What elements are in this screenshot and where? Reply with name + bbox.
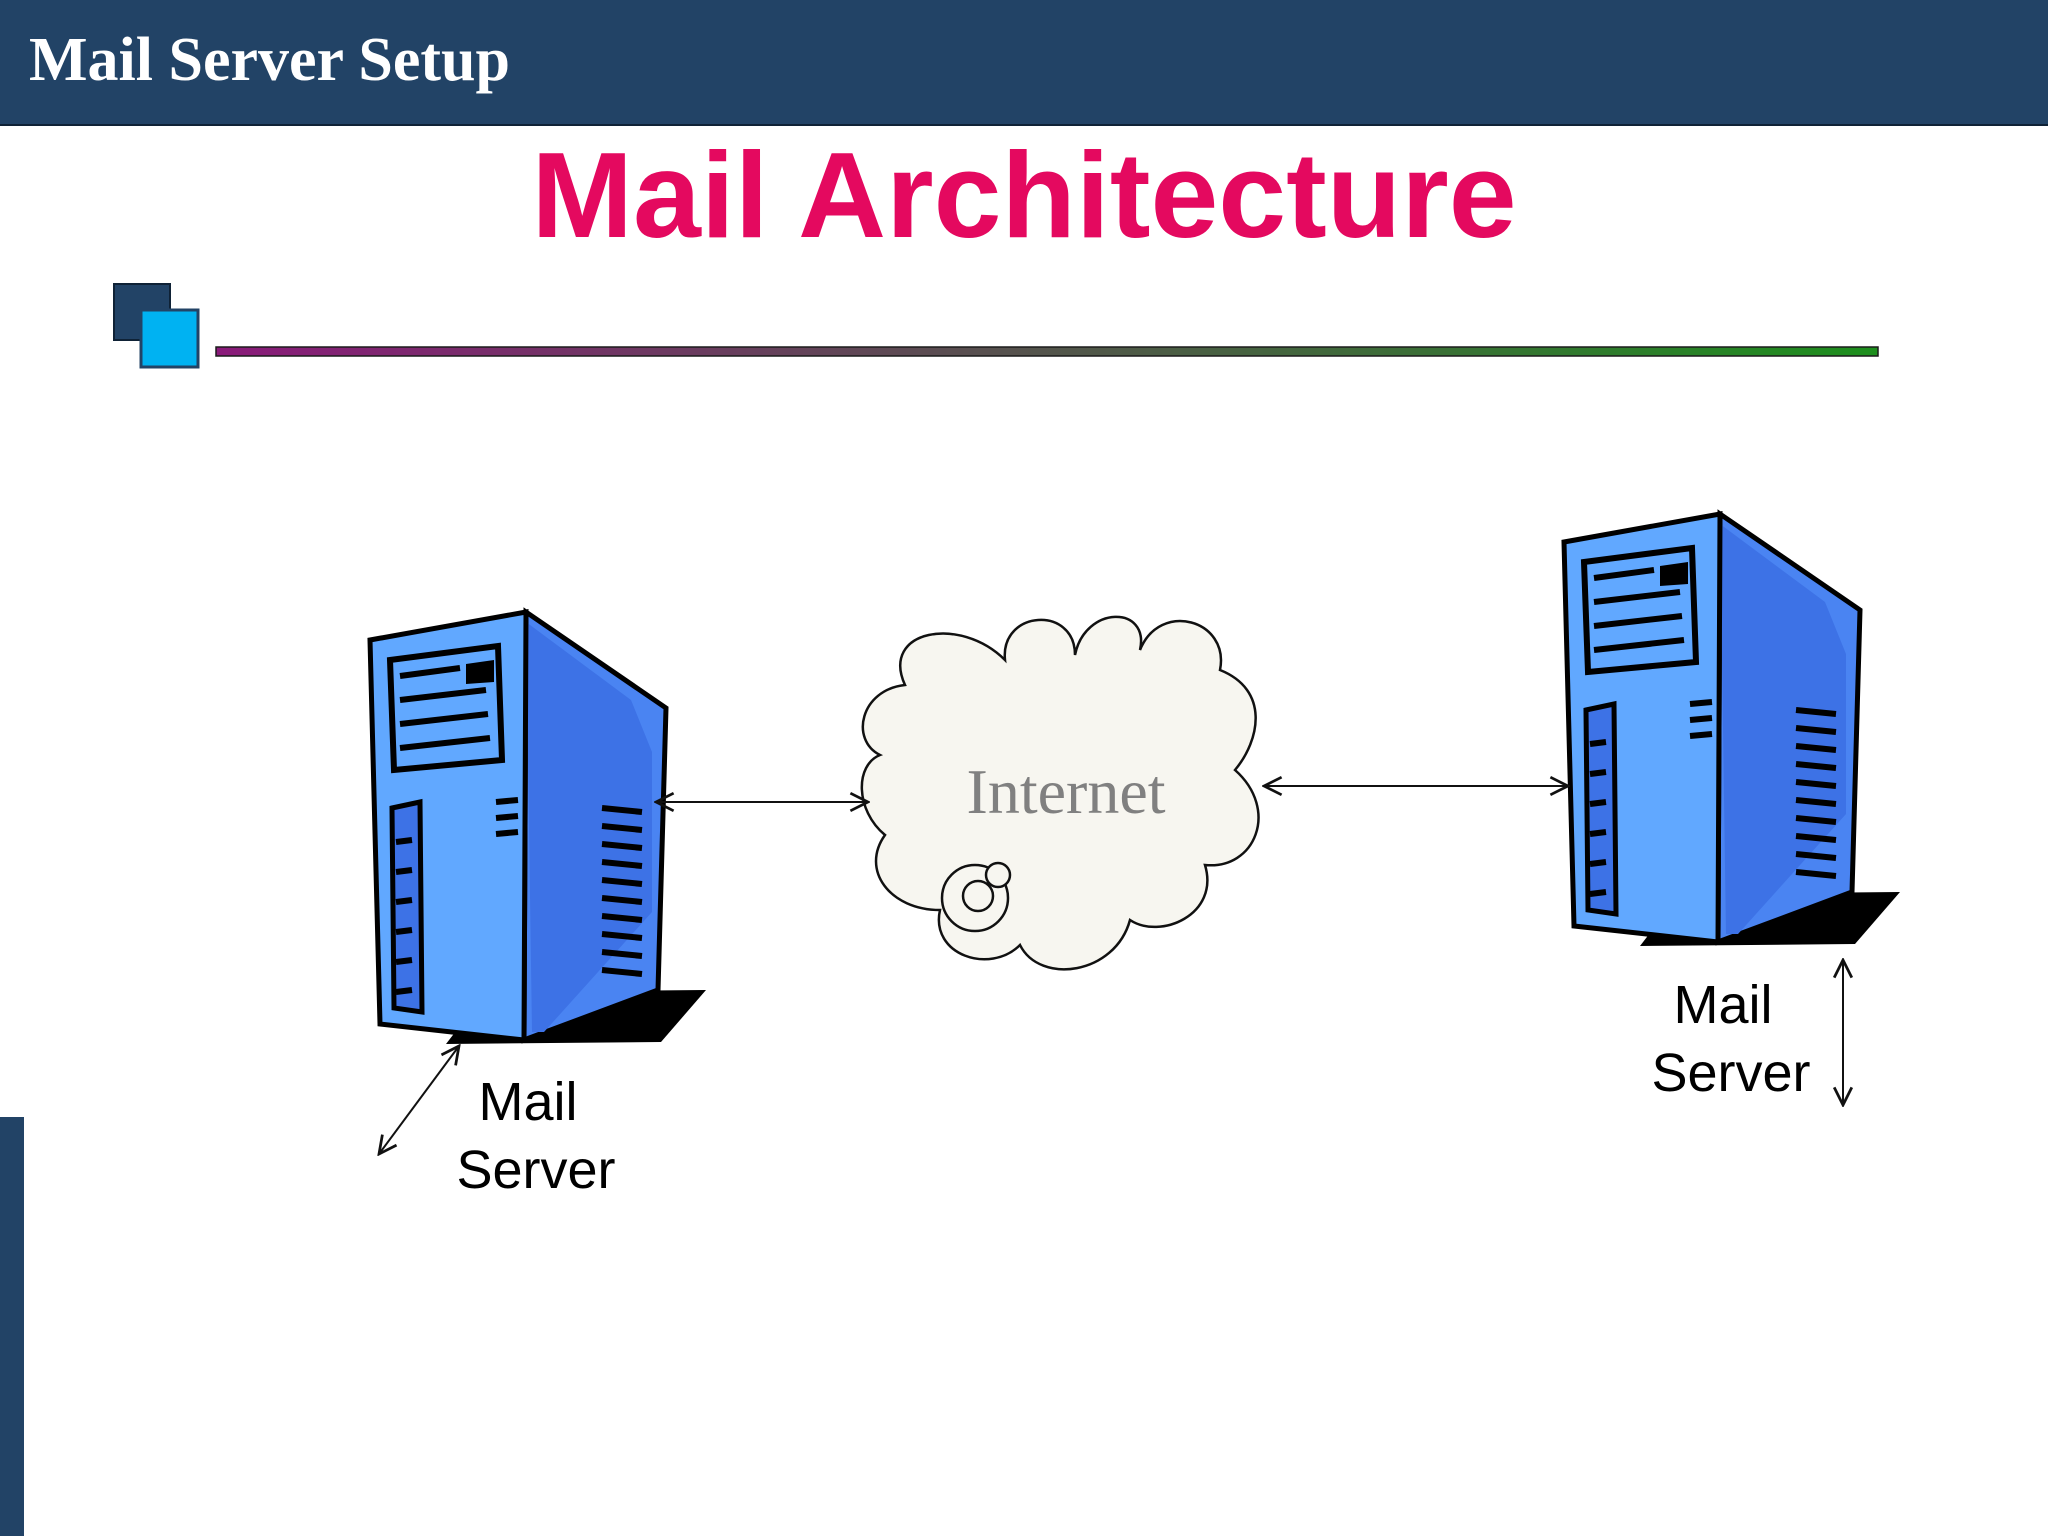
title-underline-rule — [215, 346, 1879, 357]
right-server-label: Mail Server — [1651, 975, 1810, 1103]
double-headed-arrow-icon — [379, 1046, 459, 1154]
overlapping-squares-icon — [113, 283, 200, 369]
side-accent-bar — [0, 1117, 24, 1536]
left-server-label: Mail Server — [456, 1072, 615, 1200]
right-server-label-line2: Server — [1651, 1043, 1810, 1103]
cloud-label: Internet — [967, 756, 1166, 827]
left-server-label-line1: Mail — [478, 1072, 577, 1132]
right-server-label-line1: Mail — [1673, 975, 1772, 1035]
cloud-icon — [860, 615, 1260, 971]
right-server-icon — [1564, 514, 1900, 946]
slide-title: Mail Architecture — [531, 127, 1517, 263]
header-bar: Mail Server Setup — [0, 0, 2048, 126]
header-title: Mail Server Setup — [29, 26, 511, 94]
left-server-icon — [370, 612, 706, 1044]
left-server-label-line2: Server — [456, 1140, 615, 1200]
